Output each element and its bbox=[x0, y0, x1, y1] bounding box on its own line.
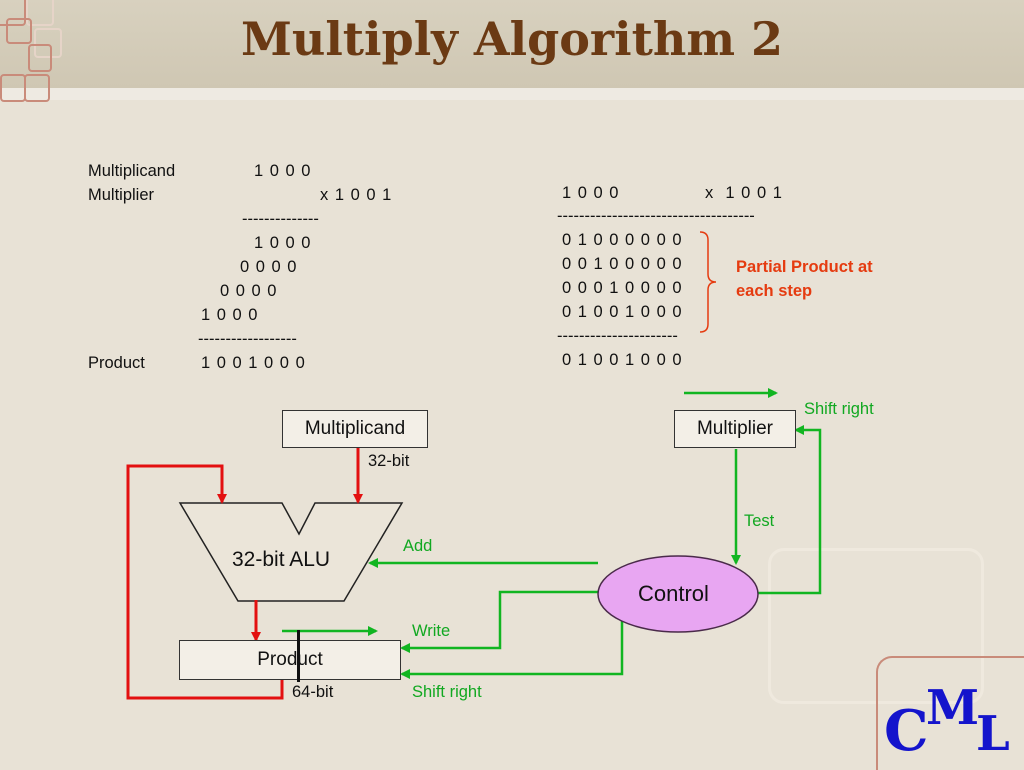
shift-right-label-multiplier: Shift right bbox=[804, 400, 874, 418]
logo-letter-l: L bbox=[976, 706, 1010, 762]
logo-letter-c: C bbox=[884, 698, 929, 764]
separator-line: ---------------------- bbox=[557, 327, 678, 345]
product-label: Product bbox=[88, 354, 145, 372]
partial-product-row: 0 0 0 1 0 0 0 0 bbox=[562, 279, 683, 297]
write-label: Write bbox=[412, 622, 451, 640]
multiplier-register: Multiplier bbox=[674, 410, 796, 448]
decor-square bbox=[26, 0, 54, 26]
product-register: Product bbox=[179, 640, 401, 680]
slide-title: Multiply Algorithm 2 bbox=[240, 12, 784, 66]
partial-product-row: 0 1 0 0 0 0 0 0 bbox=[562, 231, 683, 249]
control-write-line bbox=[400, 590, 622, 653]
partial-product-brace bbox=[699, 231, 717, 333]
separator-line: ------------------------------------ bbox=[557, 207, 755, 225]
decor-square bbox=[28, 44, 52, 72]
decor-square bbox=[6, 18, 32, 44]
header-rule bbox=[0, 88, 1024, 100]
bus-width-64: 64-bit bbox=[292, 683, 334, 701]
control-to-multiplier-shift bbox=[758, 425, 822, 595]
right-multiplicand: 1 0 0 0 bbox=[562, 184, 620, 202]
multiplicand-value: 1 0 0 0 bbox=[254, 162, 312, 180]
product-feedback-arrow bbox=[126, 464, 284, 700]
control-unit bbox=[597, 555, 759, 633]
partial-product-annotation: Partial Product at bbox=[736, 258, 873, 276]
partial-product-row: 0 1 0 0 1 0 0 0 bbox=[562, 303, 683, 321]
add-label: Add bbox=[403, 537, 433, 555]
decor-square bbox=[34, 28, 62, 58]
decor-square bbox=[24, 74, 50, 102]
logo-letter-m: M bbox=[926, 680, 980, 736]
product-value: 1 0 0 1 0 0 0 bbox=[201, 354, 306, 372]
header-bar bbox=[0, 0, 1024, 88]
right-result: 0 1 0 0 1 0 0 0 bbox=[562, 351, 683, 369]
multiplier-label: Multiplier bbox=[88, 186, 155, 204]
separator-line: -------------- bbox=[242, 210, 319, 228]
partial-row: 1 0 0 0 bbox=[201, 306, 259, 324]
bus-width-32: 32-bit bbox=[368, 452, 410, 470]
partial-row: 0 0 0 0 bbox=[220, 282, 278, 300]
partial-product-annotation: each step bbox=[736, 282, 813, 300]
product-split-marker bbox=[297, 630, 300, 682]
multiplier-value: x 1 0 0 1 bbox=[320, 186, 393, 204]
alu-label: 32-bit ALU bbox=[232, 548, 331, 571]
test-label: Test bbox=[744, 512, 775, 530]
multiplicand-register: Multiplicand bbox=[282, 410, 428, 448]
control-product-shift-line bbox=[400, 614, 624, 679]
multiplicand-label: Multiplicand bbox=[88, 162, 176, 180]
partial-row: 1 0 0 0 bbox=[254, 234, 312, 252]
partial-product-row: 0 0 1 0 0 0 0 0 bbox=[562, 255, 683, 273]
control-label: Control bbox=[638, 581, 709, 606]
partial-row: 0 0 0 0 bbox=[240, 258, 298, 276]
cml-logo: C M L bbox=[876, 656, 1024, 770]
separator-line: ------------------ bbox=[198, 330, 297, 348]
shift-right-label-product: Shift right bbox=[412, 683, 482, 701]
decor-square bbox=[0, 0, 26, 26]
right-multiplier: x 1 0 0 1 bbox=[705, 184, 783, 202]
